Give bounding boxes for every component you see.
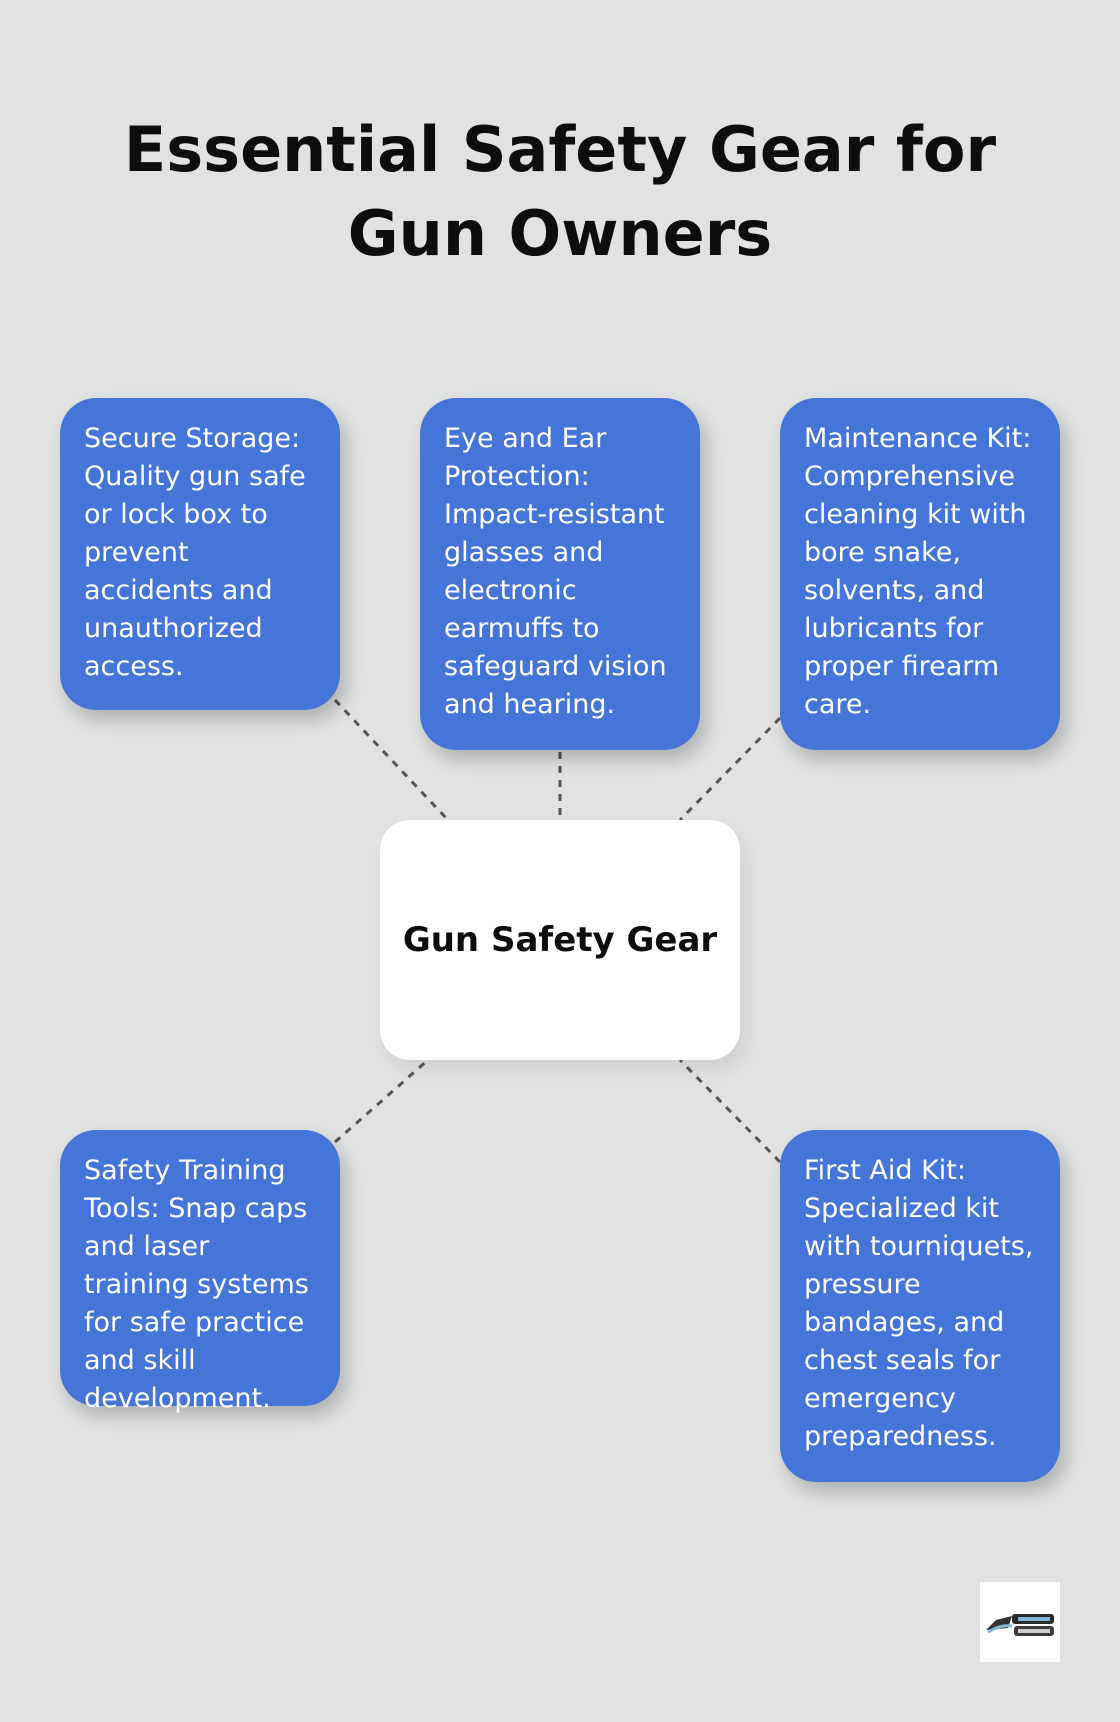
node-eye-ear-protection: Eye and Ear Protection: Impact-resistant… <box>420 398 700 750</box>
node-text: Maintenance Kit: Comprehensive cleaning … <box>804 423 1032 720</box>
node-text: Safety Training Tools: Snap caps and las… <box>84 1155 309 1414</box>
brand-logo <box>980 1582 1060 1662</box>
pillow-logo-icon <box>986 1614 1054 1636</box>
page-title: Essential Safety Gear for Gun Owners <box>123 113 997 270</box>
node-secure-storage: Secure Storage: Quality gun safe or lock… <box>60 398 340 710</box>
center-label: Gun Safety Gear <box>402 920 718 960</box>
connector-first-aid <box>678 1058 782 1164</box>
node-text: Secure Storage: Quality gun safe or lock… <box>84 423 306 682</box>
connector-maintenance <box>678 716 782 822</box>
node-text: Eye and Ear Protection: Impact-resistant… <box>444 423 667 720</box>
node-first-aid-kit: First Aid Kit: Specialized kit with tour… <box>780 1130 1060 1482</box>
node-maintenance-kit: Maintenance Kit: Comprehensive cleaning … <box>780 398 1060 750</box>
connector-training <box>334 1058 429 1144</box>
center-node: Gun Safety Gear <box>380 820 740 1060</box>
node-text: First Aid Kit: Specialized kit with tour… <box>804 1155 1034 1452</box>
node-safety-training-tools: Safety Training Tools: Snap caps and las… <box>60 1130 340 1414</box>
